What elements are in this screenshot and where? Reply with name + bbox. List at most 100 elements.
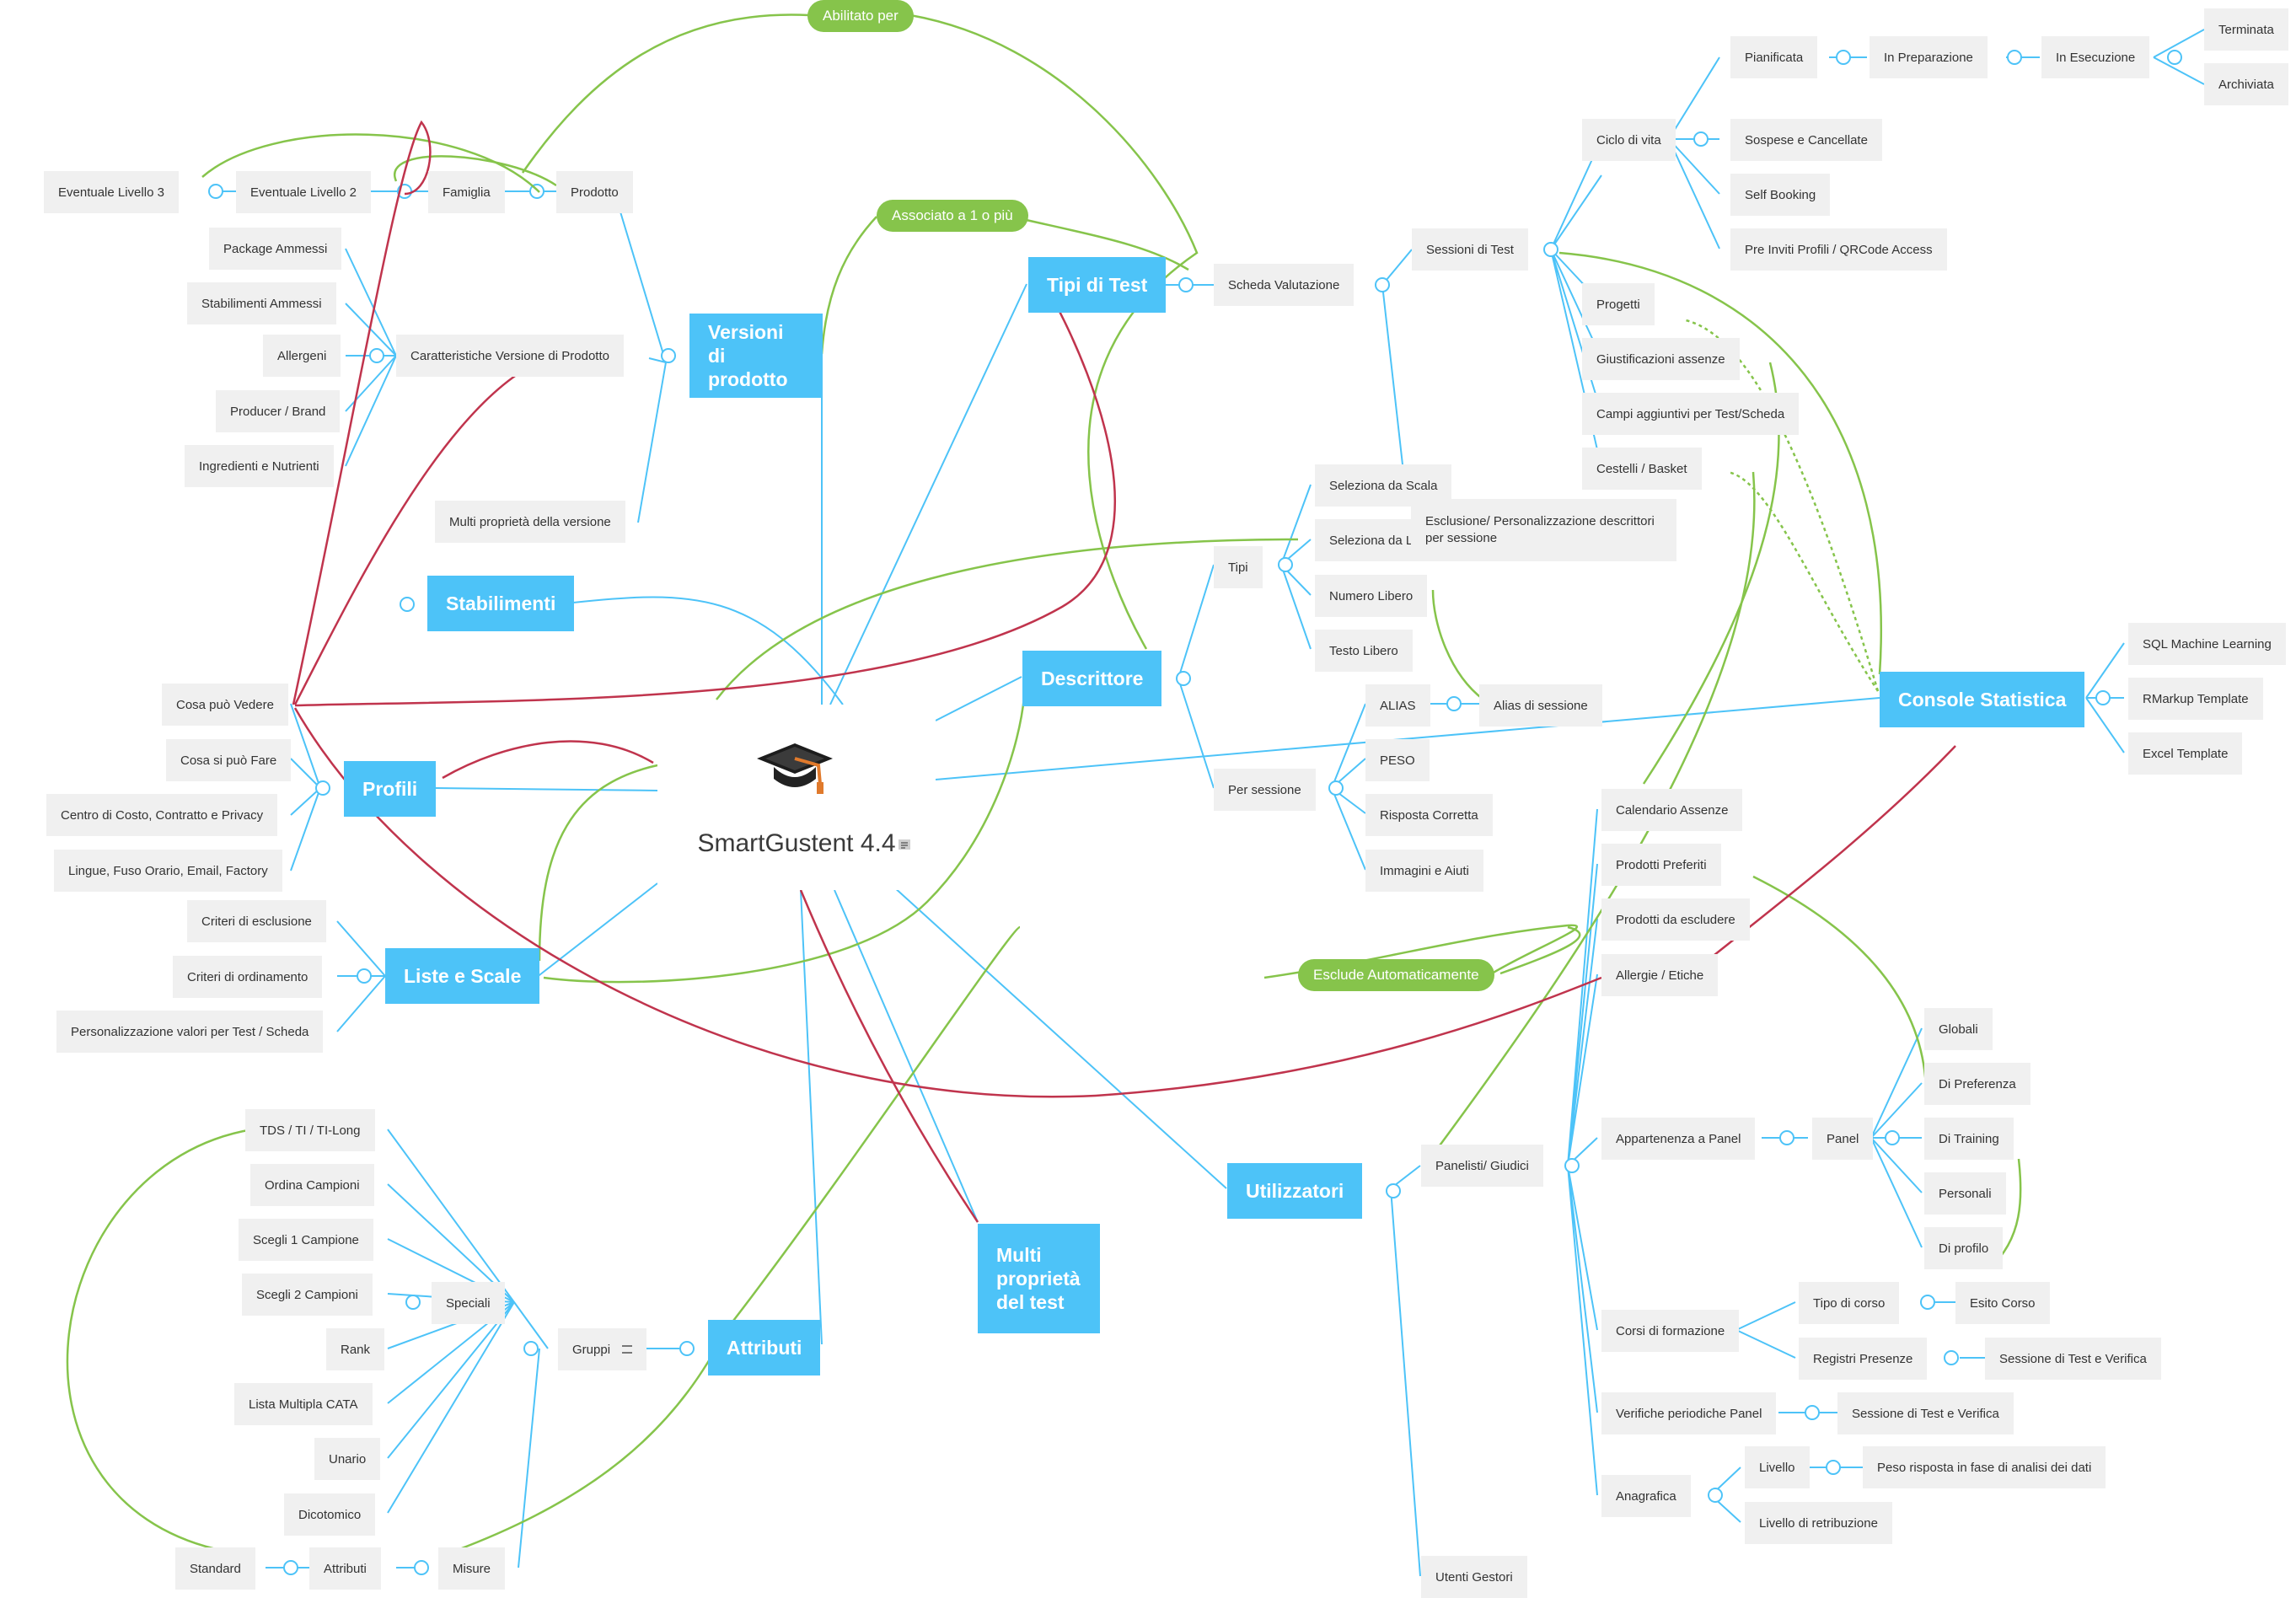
node-alias-di-sessione[interactable]: Alias di sessione [1479,684,1602,727]
node-personali[interactable]: Personali [1924,1172,2006,1215]
node-tipi[interactable]: Tipi [1214,546,1263,588]
node-sql-machine-learning[interactable]: SQL Machine Learning [2128,623,2286,665]
node-immagini-aiuti[interactable]: Immagini e Aiuti [1365,850,1483,892]
node-speciali[interactable]: Speciali [432,1282,505,1324]
note-icon[interactable] [622,1345,633,1354]
node-allergie-etiche[interactable]: Allergie / Etiche [1601,954,1719,996]
node-eventuale-livello-2[interactable]: Eventuale Livello 2 [236,171,371,213]
node-esclusione-personalizzazione[interactable]: Esclusione/ Personalizzazione descrittor… [1411,499,1676,561]
node-di-preferenza[interactable]: Di Preferenza [1924,1063,2030,1105]
node-producer-brand[interactable]: Producer / Brand [216,390,341,432]
relation-abilitato-per[interactable]: Abilitato per [807,0,914,32]
topic-descrittore[interactable]: Descrittore [1022,651,1162,706]
relation-associato[interactable]: Associato a 1 o più [877,200,1028,232]
node-eventuale-livello-3[interactable]: Eventuale Livello 3 [44,171,179,213]
node-stabilimenti-ammessi[interactable]: Stabilimenti Ammessi [187,282,336,324]
topic-tipi-di-test[interactable]: Tipi di Test [1028,257,1167,313]
topic-stabilimenti[interactable]: Stabilimenti [427,576,575,631]
node-in-esecuzione[interactable]: In Esecuzione [2041,36,2150,78]
note-icon[interactable] [898,838,911,851]
topic-multi-proprieta-del-test[interactable]: Multi proprietà del test [978,1224,1100,1333]
node-ordina-campioni[interactable]: Ordina Campioni [250,1164,374,1206]
node-attributi-sub[interactable]: Attributi [309,1547,381,1590]
topic-attributi[interactable]: Attributi [708,1320,821,1375]
node-sessione-verifica-1[interactable]: Sessione di Test e Verifica [1985,1338,2161,1380]
node-pianificata[interactable]: Pianificata [1730,36,1818,78]
topic-utilizzatori[interactable]: Utilizzatori [1227,1163,1363,1219]
node-scegli-1-campione[interactable]: Scegli 1 Campione [239,1219,373,1261]
node-allergeni[interactable]: Allergeni [263,335,341,377]
node-utenti-gestori[interactable]: Utenti Gestori [1421,1556,1527,1598]
node-lista-multipla-cata[interactable]: Lista Multipla CATA [234,1383,373,1425]
node-criteri-ordinamento[interactable]: Criteri di ordinamento [173,956,323,998]
node-lingue-fuso[interactable]: Lingue, Fuso Orario, Email, Factory [54,850,282,892]
node-centro-di-costo[interactable]: Centro di Costo, Contratto e Privacy [46,794,278,836]
node-gruppi[interactable]: Gruppi [558,1328,647,1370]
node-verifiche-periodiche[interactable]: Verifiche periodiche Panel [1601,1392,1777,1434]
node-peso[interactable]: PESO [1365,739,1430,781]
node-prodotti-da-escludere[interactable]: Prodotti da escludere [1601,898,1750,941]
central-topic[interactable]: SmartGustent 4.4 [657,705,936,890]
node-multi-proprieta-versione[interactable]: Multi proprietà della versione [435,501,625,543]
node-giustificazioni-assenze[interactable]: Giustificazioni assenze [1582,338,1740,380]
topic-console-statistica[interactable]: Console Statistica [1880,672,2085,727]
node-peso-risposta[interactable]: Peso risposta in fase di analisi dei dat… [1863,1446,2106,1488]
node-standard[interactable]: Standard [175,1547,255,1590]
node-tds-ti[interactable]: TDS / TI / TI-Long [245,1109,375,1151]
topic-profili[interactable]: Profili [344,761,437,817]
node-cosa-puo-vedere[interactable]: Cosa può Vedere [162,684,288,726]
node-misure[interactable]: Misure [438,1547,506,1590]
node-panelisti-giudici[interactable]: Panelisti/ Giudici [1421,1145,1543,1187]
topic-liste-e-scale[interactable]: Liste e Scale [385,948,540,1004]
node-prodotti-preferiti[interactable]: Prodotti Preferiti [1601,844,1721,886]
node-di-profilo[interactable]: Di profilo [1924,1227,2004,1269]
node-famiglia[interactable]: Famiglia [428,171,505,213]
node-pre-inviti-profili[interactable]: Pre Inviti Profili / QRCode Access [1730,228,1947,271]
node-anagrafica[interactable]: Anagrafica [1601,1475,1691,1517]
node-sospese-cancellate[interactable]: Sospese e Cancellate [1730,119,1882,161]
node-ciclo-di-vita[interactable]: Ciclo di vita [1582,119,1676,161]
node-calendario-assenze[interactable]: Calendario Assenze [1601,789,1743,831]
node-numero-libero[interactable]: Numero Libero [1315,575,1428,617]
node-testo-libero[interactable]: Testo Libero [1315,630,1413,672]
node-appartenenza-panel[interactable]: Appartenenza a Panel [1601,1118,1756,1160]
node-cosa-si-puo-fare[interactable]: Cosa si può Fare [166,739,292,781]
node-package-ammessi[interactable]: Package Ammessi [209,228,342,270]
node-rmarkup-template[interactable]: RMarkup Template [2128,678,2263,720]
node-di-training[interactable]: Di Training [1924,1118,2014,1160]
topic-versioni-di-prodotto[interactable]: Versioni di prodotto [689,314,823,398]
node-livello-retribuzione[interactable]: Livello di retribuzione [1745,1502,1892,1544]
node-scegli-2-campioni[interactable]: Scegli 2 Campioni [242,1274,373,1316]
node-sessione-verifica-2[interactable]: Sessione di Test e Verifica [1837,1392,2014,1434]
relation-esclude-automaticamente[interactable]: Esclude Automaticamente [1298,959,1494,991]
node-tipo-di-corso[interactable]: Tipo di corso [1799,1282,1900,1324]
node-criteri-esclusione[interactable]: Criteri di esclusione [187,900,326,942]
node-in-preparazione[interactable]: In Preparazione [1870,36,1988,78]
node-esito-corso[interactable]: Esito Corso [1955,1282,2050,1324]
node-unario[interactable]: Unario [314,1438,381,1480]
node-risposta-corretta[interactable]: Risposta Corretta [1365,794,1493,836]
node-personalizzazione-valori[interactable]: Personalizzazione valori per Test / Sche… [56,1011,324,1053]
node-dicotomico[interactable]: Dicotomico [284,1493,376,1536]
node-seleziona-da-lista[interactable]: Seleziona da L [1315,519,1424,561]
node-terminata[interactable]: Terminata [2204,8,2288,51]
node-prodotto[interactable]: Prodotto [556,171,633,213]
node-campi-aggiuntivi[interactable]: Campi aggiuntivi per Test/Scheda [1582,393,1800,435]
node-scheda-valutazione[interactable]: Scheda Valutazione [1214,264,1355,306]
node-self-booking[interactable]: Self Booking [1730,174,1831,216]
node-ingredienti-nutrienti[interactable]: Ingredienti e Nutrienti [185,445,334,487]
node-progetti[interactable]: Progetti [1582,283,1655,325]
node-livello[interactable]: Livello [1745,1446,1810,1488]
node-corsi-formazione[interactable]: Corsi di formazione [1601,1310,1740,1352]
node-sessioni-di-test[interactable]: Sessioni di Test [1412,228,1528,271]
node-per-sessione[interactable]: Per sessione [1214,769,1316,811]
node-cestelli-basket[interactable]: Cestelli / Basket [1582,448,1702,490]
node-panel[interactable]: Panel [1812,1118,1874,1160]
node-globali[interactable]: Globali [1924,1008,1993,1050]
node-alias[interactable]: ALIAS [1365,684,1430,727]
node-archiviata[interactable]: Archiviata [2204,63,2288,105]
node-caratteristiche-versione[interactable]: Caratteristiche Versione di Prodotto [396,335,624,377]
node-rank[interactable]: Rank [326,1328,385,1370]
node-excel-template[interactable]: Excel Template [2128,732,2243,775]
